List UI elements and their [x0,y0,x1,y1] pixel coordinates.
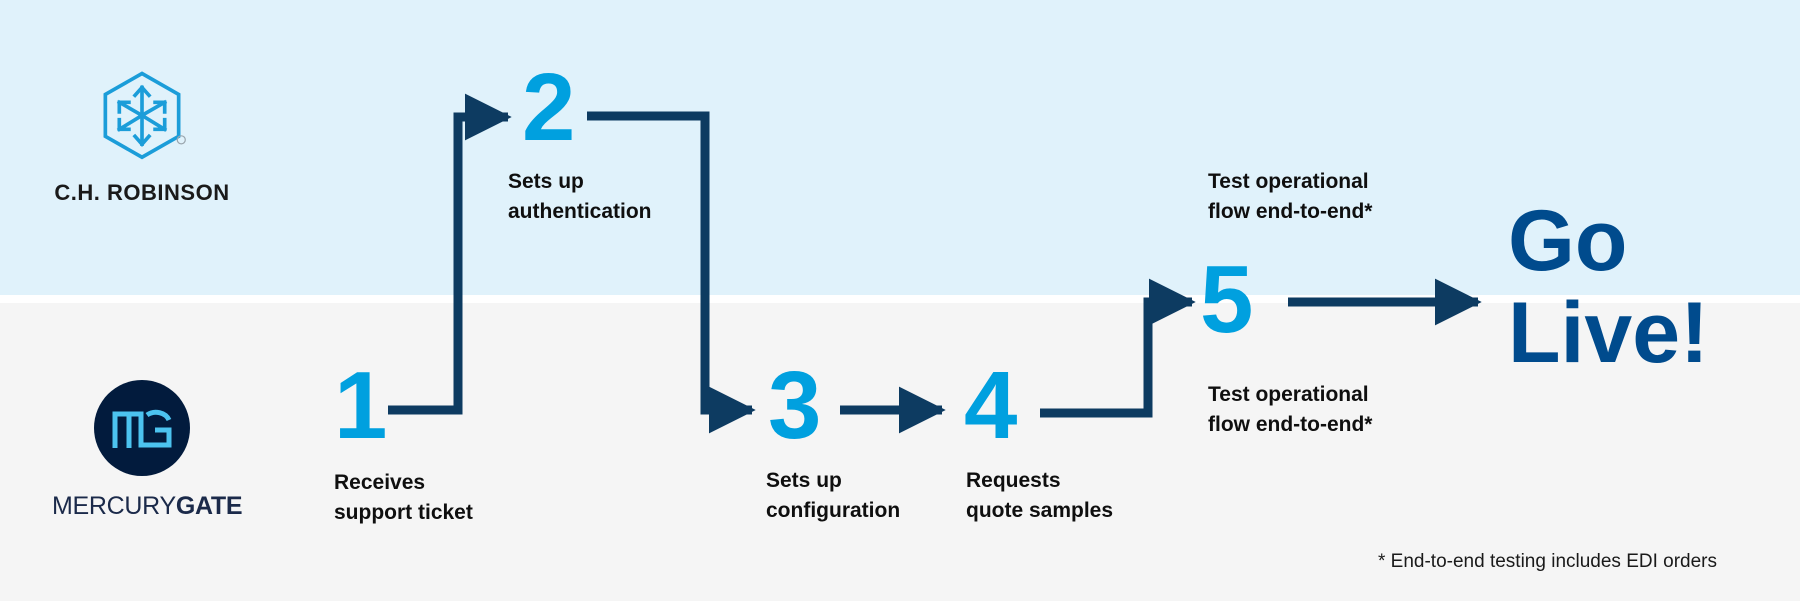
step-2-label: Sets up authentication [508,170,652,223]
mercurygate-wordmark-light: MERCURY [52,492,176,520]
step-4-number: 4 [964,352,1018,459]
step-5-label-below: Test operational flow end-to-end* [1208,383,1373,436]
step-3-label: Sets up configuration [766,469,901,522]
bottom-lane-band [0,303,1800,601]
step-5-number: 5 [1200,246,1254,353]
chrobinson-logo: C.H. ROBINSON [52,70,232,206]
footnote-text: * End-to-end testing includes EDI orders [1378,551,1718,572]
step-4-label: Requests quote samples [966,469,1114,522]
mercurygate-wordmark-bold: GATE [175,492,243,520]
step-5-label-above: Test operational flow end-to-end* [1208,170,1373,223]
step-1-number: 1 [334,352,388,459]
cube-arrows-icon [103,71,186,160]
mercurygate-wordmark: MERCURYGATE [52,492,243,521]
step-3-number: 3 [768,352,822,459]
mg-monogram-icon [94,380,190,476]
chrobinson-wordmark: C.H. ROBINSON [54,180,230,205]
go-live-text: Go Live! [1508,193,1709,381]
top-lane-band [0,0,1800,295]
step-1-label: Receives support ticket [334,471,473,524]
mercurygate-logo: MERCURYGATE [52,380,243,521]
step-2-number: 2 [522,54,576,161]
